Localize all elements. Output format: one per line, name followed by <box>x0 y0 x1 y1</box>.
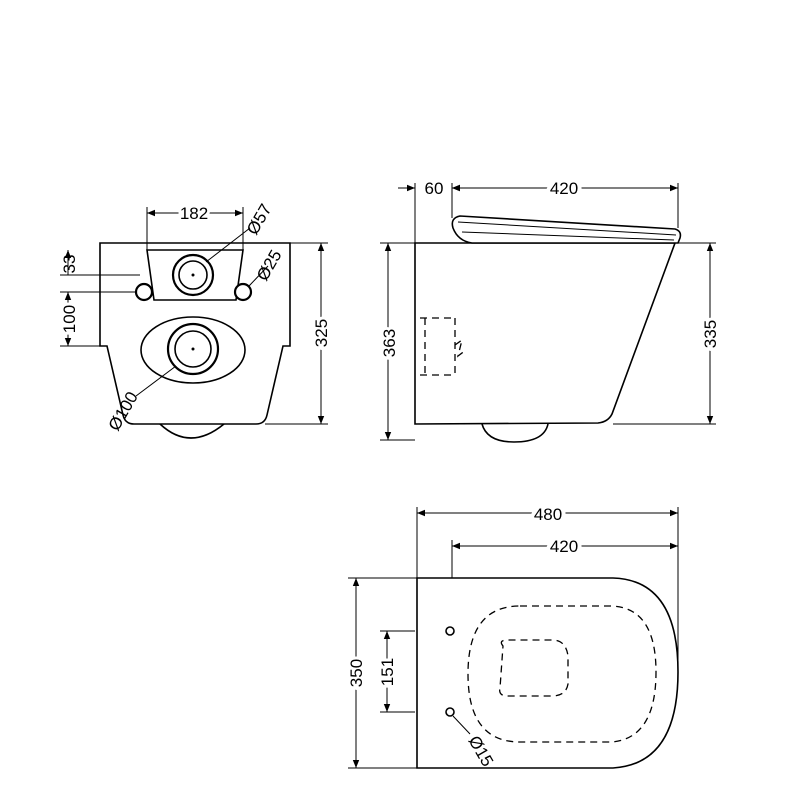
dim-60-label: 60 <box>425 179 444 198</box>
dim-182-label: 182 <box>180 204 208 223</box>
dim-335-label: 335 <box>701 320 720 348</box>
inlet-hole-57-inner <box>178 260 208 290</box>
side-inlet-dashed <box>420 317 467 376</box>
side-bowl-bottom <box>481 423 549 443</box>
top-bowl-dashed <box>467 605 657 743</box>
dim-350-label: 350 <box>347 659 366 687</box>
inlet-center <box>191 273 195 277</box>
top-body-outline <box>416 577 679 769</box>
fixing-hole-left <box>134 282 154 302</box>
dim-100-label: 100 <box>60 305 79 333</box>
outlet-hole-100-inner <box>174 330 212 368</box>
fixing-hole-right <box>233 282 253 302</box>
outlet-ellipse <box>140 316 246 384</box>
dim-325-label: 325 <box>312 319 331 347</box>
dim-480-label: 480 <box>534 505 562 524</box>
front-bowl-bottom <box>159 423 225 439</box>
leader-15 <box>452 715 471 735</box>
top-waste-dashed <box>499 639 569 697</box>
outlet-center <box>191 347 195 351</box>
side-seat-line <box>457 221 677 236</box>
top-fixing-hole-upper <box>445 626 455 636</box>
leader-100 <box>135 365 177 397</box>
side-seat-line2 <box>461 231 675 241</box>
dim-33-label: 33 <box>60 255 79 274</box>
dim-363-label: 363 <box>380 329 399 357</box>
front-view: 182 Ø57 Ø25 33 100 325 Ø100 <box>57 201 334 439</box>
leader-57 <box>205 227 251 263</box>
dim-57-label: Ø57 <box>243 201 276 238</box>
side-body-outline <box>414 242 677 425</box>
dim-151-label: 151 <box>378 658 397 686</box>
side-view: 60 420 363 335 <box>377 175 723 443</box>
top-view: 480 420 350 151 Ø15 <box>344 501 679 770</box>
front-upper-plate <box>146 249 244 301</box>
side-seat <box>451 215 682 244</box>
dim-side-420-label: 420 <box>550 179 578 198</box>
top-fixing-hole-lower <box>445 707 455 717</box>
leader-25 <box>248 265 269 287</box>
dim-top-420-label: 420 <box>550 537 578 556</box>
